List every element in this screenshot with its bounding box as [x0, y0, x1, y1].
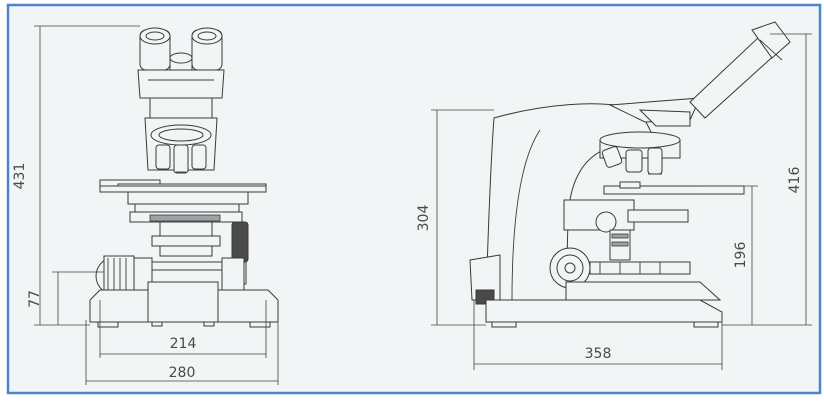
side-focus-knob	[549, 247, 691, 289]
front-knob-height-label: 77	[27, 290, 43, 308]
stage	[99, 179, 267, 285]
side-stage	[563, 181, 745, 261]
side-nosepiece	[599, 131, 681, 175]
side-view	[431, 21, 812, 370]
arm	[485, 103, 656, 301]
front-dimensions	[34, 25, 279, 385]
side-stage-height-label: 196	[733, 242, 749, 269]
head-body	[144, 97, 218, 174]
side-head	[599, 21, 791, 159]
side-total-height-label: 416	[787, 167, 803, 194]
front-outer-width-label: 280	[169, 365, 196, 381]
front-inner-width-label: 214	[170, 336, 197, 352]
base	[89, 281, 279, 328]
side-arm-height-label: 304	[416, 205, 432, 232]
front-height-label: 431	[12, 163, 28, 190]
side-depth-label: 358	[585, 346, 612, 362]
drawing-border	[6, 3, 822, 395]
side-dimensions	[431, 33, 812, 370]
eyepieces	[137, 27, 225, 99]
side-base	[469, 254, 723, 328]
front-view	[34, 25, 279, 385]
